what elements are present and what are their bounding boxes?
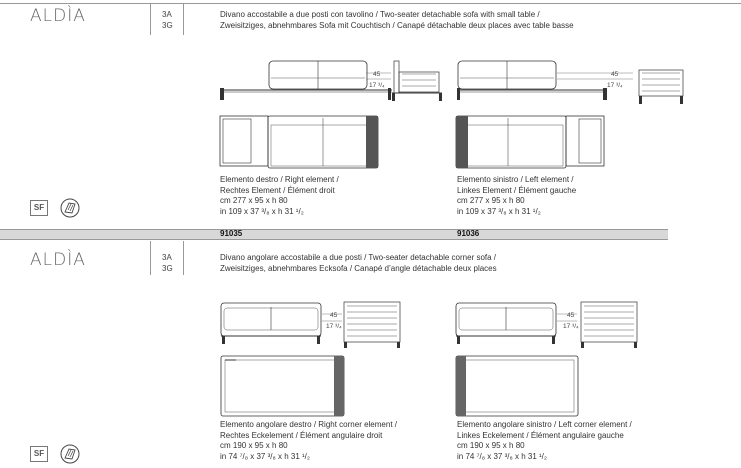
spec-line: cm 190 x 95 x h 80 — [457, 441, 525, 451]
drawing-left-corner-element — [455, 301, 638, 417]
article-number: 91035 — [220, 229, 243, 238]
drawing-right-corner-element — [220, 301, 401, 417]
model-code: 3A — [162, 10, 172, 19]
spec-line: cm 277 x 95 x h 80 — [457, 196, 525, 206]
column-divider — [183, 3, 184, 35]
dimension-label-inch: 17 ³/₄ — [607, 82, 623, 89]
spec-line: Linkes Element / Élément gauche — [457, 185, 577, 195]
column-divider — [150, 3, 151, 35]
sf-badge: SF — [30, 446, 48, 462]
spec-line: Rechtes Eckelement / Élément angulaire d… — [220, 430, 383, 440]
product-description: Divano accostabile a due posti con tavol… — [220, 10, 540, 19]
spec-line: in 109 x 37 ³/₈ x h 31 ¹/₂ — [220, 206, 304, 216]
dimension-label: 45 — [330, 312, 338, 319]
dimension-label-inch: 17 ³/₄ — [326, 323, 342, 330]
spec-line: Rechtes Element / Élément droit — [220, 185, 335, 195]
brand-title: ALDÌA — [30, 250, 86, 270]
spec-line: in 74 ⁷/₈ x 37 ³/₈ x h 31 ¹/₂ — [457, 451, 548, 461]
product-description: Divano angolare accostabile a due posti … — [220, 253, 497, 262]
element-spec-right-corner: Elemento angolare destro / Right corner … — [220, 420, 397, 462]
dimension-label: 45 — [611, 71, 619, 78]
brand-title: ALDÌA — [30, 6, 86, 26]
element-spec-right: Elemento destro / Right element / Rechte… — [220, 175, 339, 217]
spec-line: cm 190 x 95 x h 80 — [220, 441, 288, 451]
spec-line: Linkes Eckelement / Élément angulaire ga… — [457, 430, 624, 440]
element-spec-left: Elemento sinistro / Left element / Linke… — [457, 175, 576, 217]
article-bar — [0, 229, 668, 240]
sf-badge: SF — [30, 200, 48, 216]
element-spec-left-corner: Elemento angolare sinistro / Left corner… — [457, 420, 632, 462]
dimension-label-inch: 17 ³/₄ — [563, 323, 579, 330]
article-number: 91036 — [457, 229, 480, 238]
model-code: 3G — [162, 264, 173, 273]
dimension-label-inch: 17 ³/₄ — [369, 82, 385, 89]
product-description: Zweisitziges, abnehmbares Sofa mit Couch… — [220, 21, 574, 30]
spec-line: Elemento angolare destro / Right corner … — [220, 420, 397, 429]
spec-line: Elemento sinistro / Left element / — [457, 175, 574, 184]
spec-line: in 109 x 37 ³/₈ x h 31 ¹/₂ — [457, 206, 541, 216]
drawing-left-element — [455, 60, 684, 169]
drawing-right-element — [219, 60, 442, 169]
spec-line: Elemento angolare sinistro / Left corner… — [457, 420, 632, 429]
dimension-label: 45 — [373, 71, 381, 78]
spec-line: Elemento destro / Right element / — [220, 175, 339, 184]
model-code: 3A — [162, 253, 172, 262]
fabric-icon — [60, 198, 80, 218]
top-rule — [0, 3, 741, 4]
fabric-icon — [60, 444, 80, 464]
column-divider — [150, 241, 151, 275]
spec-line: in 74 ⁷/₈ x 37 ³/₈ x h 31 ¹/₂ — [220, 451, 311, 461]
product-description: Zweisitziges, abnehmbares Ecksofa / Cana… — [220, 264, 497, 273]
dimension-label: 45 — [567, 312, 575, 319]
model-code: 3G — [162, 21, 173, 30]
spec-line: cm 277 x 95 x h 80 — [220, 196, 288, 206]
column-divider — [183, 241, 184, 275]
